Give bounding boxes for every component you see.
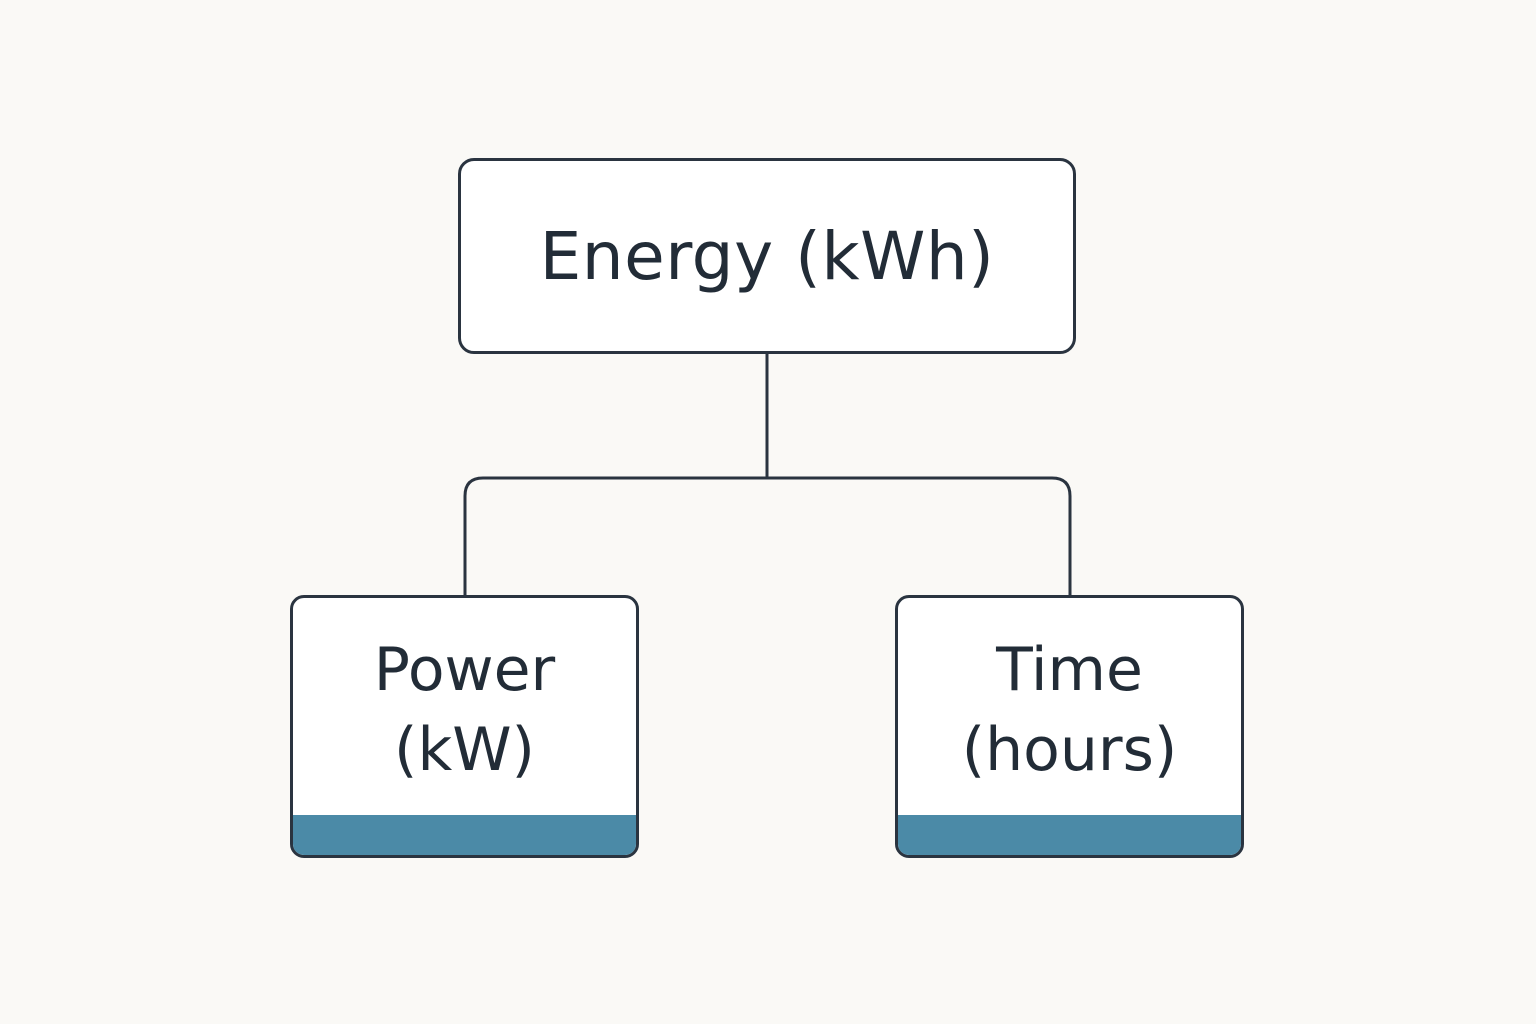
power-label-line1: Power	[373, 635, 556, 705]
energy-node: Energy (kWh)	[458, 158, 1076, 354]
time-accent-bar	[898, 815, 1241, 855]
time-label-line1: Time	[996, 635, 1143, 705]
time-label-line2: (hours)	[961, 715, 1178, 785]
energy-label: Energy (kWh)	[539, 217, 995, 295]
connector-branch	[463, 476, 1072, 595]
time-label: Time (hours)	[898, 630, 1241, 790]
time-node: Time (hours)	[895, 595, 1244, 858]
power-accent-bar	[293, 815, 636, 855]
power-label: Power (kW)	[293, 630, 636, 790]
power-node: Power (kW)	[290, 595, 639, 858]
power-label-line2: (kW)	[394, 715, 535, 785]
